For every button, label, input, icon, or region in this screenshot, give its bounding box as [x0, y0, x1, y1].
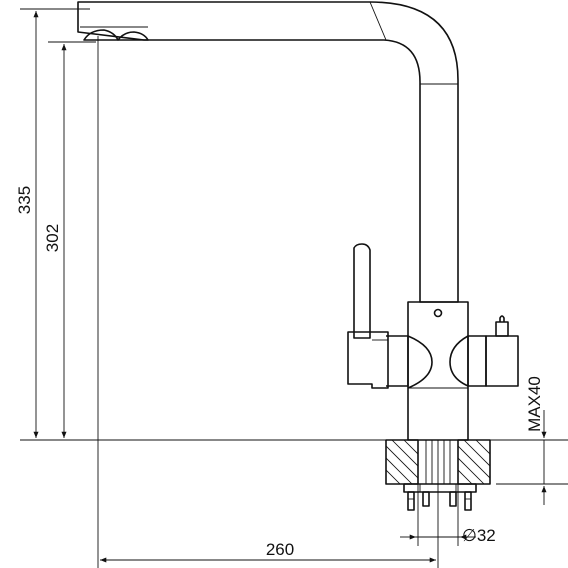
dimension-hole-diameter: ∅32 — [400, 526, 496, 545]
mounting-studs — [407, 491, 472, 511]
spout-height-label: 302 — [43, 224, 62, 252]
faucet-body — [407, 301, 469, 441]
dimension-overall-height: 335 — [15, 11, 39, 438]
hole-diameter-value: 32 — [477, 526, 496, 545]
aerator — [83, 29, 149, 41]
dimension-max-thickness: MAX40 — [525, 376, 547, 505]
mounting-shank — [403, 440, 477, 493]
diameter-symbol: ∅ — [462, 526, 477, 545]
countertop-section — [385, 439, 491, 485]
hole-diameter-label: ∅32 — [462, 526, 496, 545]
faucet-spout — [77, 1, 459, 303]
overall-height-label: 335 — [15, 186, 34, 214]
filter-tap-lever — [449, 315, 519, 387]
body-screw — [433, 308, 443, 318]
dimension-spout-reach: 260 — [100, 540, 436, 563]
max-thickness-label: MAX40 — [525, 376, 544, 432]
spout-reach-label: 260 — [266, 540, 294, 559]
dimension-spout-height: 302 — [43, 44, 67, 438]
mixer-lever — [347, 243, 433, 389]
